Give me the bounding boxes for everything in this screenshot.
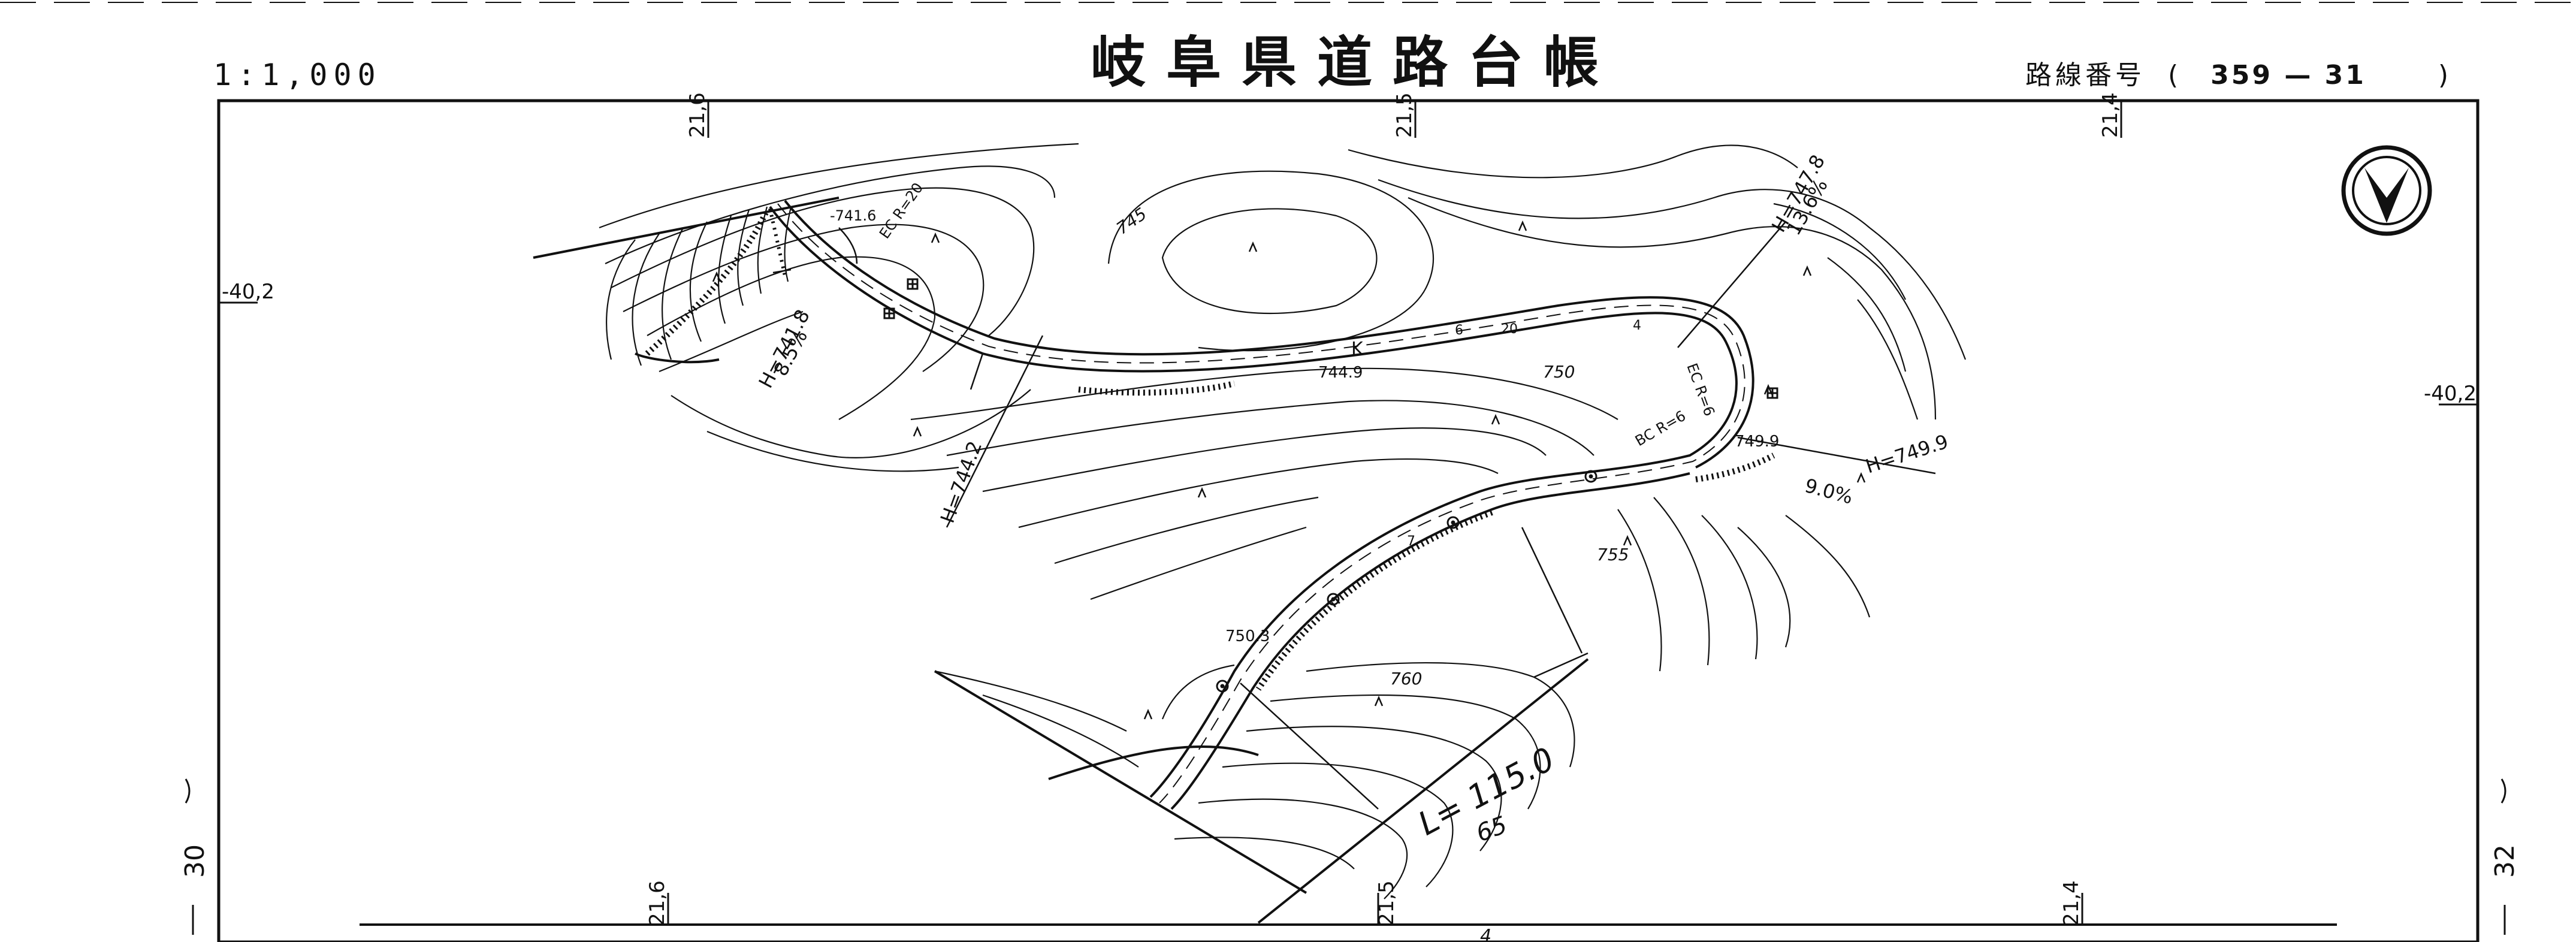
elevation-label-1: -741.6	[830, 207, 876, 224]
slope-symbols	[712, 220, 1866, 720]
contour-label-760: 760	[1390, 669, 1422, 689]
grid-label-right: -40,2	[2424, 382, 2477, 406]
curve-label-ec-r20: EC R=20	[876, 180, 926, 242]
contour-label-750: 750	[1543, 362, 1575, 382]
curve-label-bc-r6: BC R=6	[1632, 407, 1689, 449]
route-number-block: 路線番号 ( 359 — 31 )	[2025, 62, 2452, 89]
elevation-label-3: 749.9	[1735, 433, 1779, 451]
road-marker-4: 4	[1633, 318, 1641, 333]
curve-label-ec-r6: EC R=6	[1683, 361, 1718, 418]
grid-label-bottom-2: 21,5	[1375, 880, 1399, 926]
road-marker-20: 20	[1501, 322, 1518, 337]
route-label: 路線番号	[2025, 60, 2145, 90]
contour-lines	[599, 143, 1967, 899]
route-close-paren: )	[2438, 60, 2453, 90]
gradient-label-h7442: H=744.2	[936, 438, 986, 526]
map-frame	[217, 99, 2480, 942]
map-scale: 1:1,000	[213, 58, 382, 92]
elevation-label-2: 744.9	[1318, 364, 1363, 382]
adjacent-sheet-left: 30	[180, 844, 210, 878]
handwritten-4: 4	[1480, 926, 1491, 942]
road-alignment	[645, 200, 1936, 810]
grid-label-bottom-1: 21,6	[645, 880, 669, 926]
gradient-label-90pct: 9.0%	[1802, 474, 1855, 509]
grid-label-top-3: 21,4	[2098, 92, 2122, 138]
survey-markers	[883, 278, 1778, 693]
grid-label-top-1: 21,6	[685, 92, 709, 138]
adjacent-sheet-right: 32	[2490, 844, 2520, 878]
gradient-label-h7499: H=749.9	[1863, 430, 1951, 478]
contour-label-755: 755	[1597, 545, 1629, 564]
map-title: 岐阜県道路台帳	[1091, 30, 1620, 95]
contour-label-745: 745	[1113, 204, 1150, 238]
road-marker-7: 7	[1407, 534, 1415, 549]
grid-label-top-2: 21,5	[1393, 92, 1417, 138]
route-open-paren: (	[2168, 60, 2182, 90]
road-marker-6: 6	[1455, 323, 1463, 338]
route-number: 359 — 31	[2210, 60, 2366, 90]
grid-label-left: -40,2	[222, 280, 274, 304]
grid-label-bottom-3: 21,4	[2059, 880, 2083, 926]
grid-ticks	[219, 99, 2478, 925]
margin-brackets	[185, 778, 2506, 935]
terrain-boundary-lines	[533, 197, 1589, 924]
north-arrow-icon	[2341, 145, 2432, 236]
road-marker-k: K	[1351, 339, 1364, 360]
elevation-label-4: 750.3	[1225, 627, 1270, 645]
